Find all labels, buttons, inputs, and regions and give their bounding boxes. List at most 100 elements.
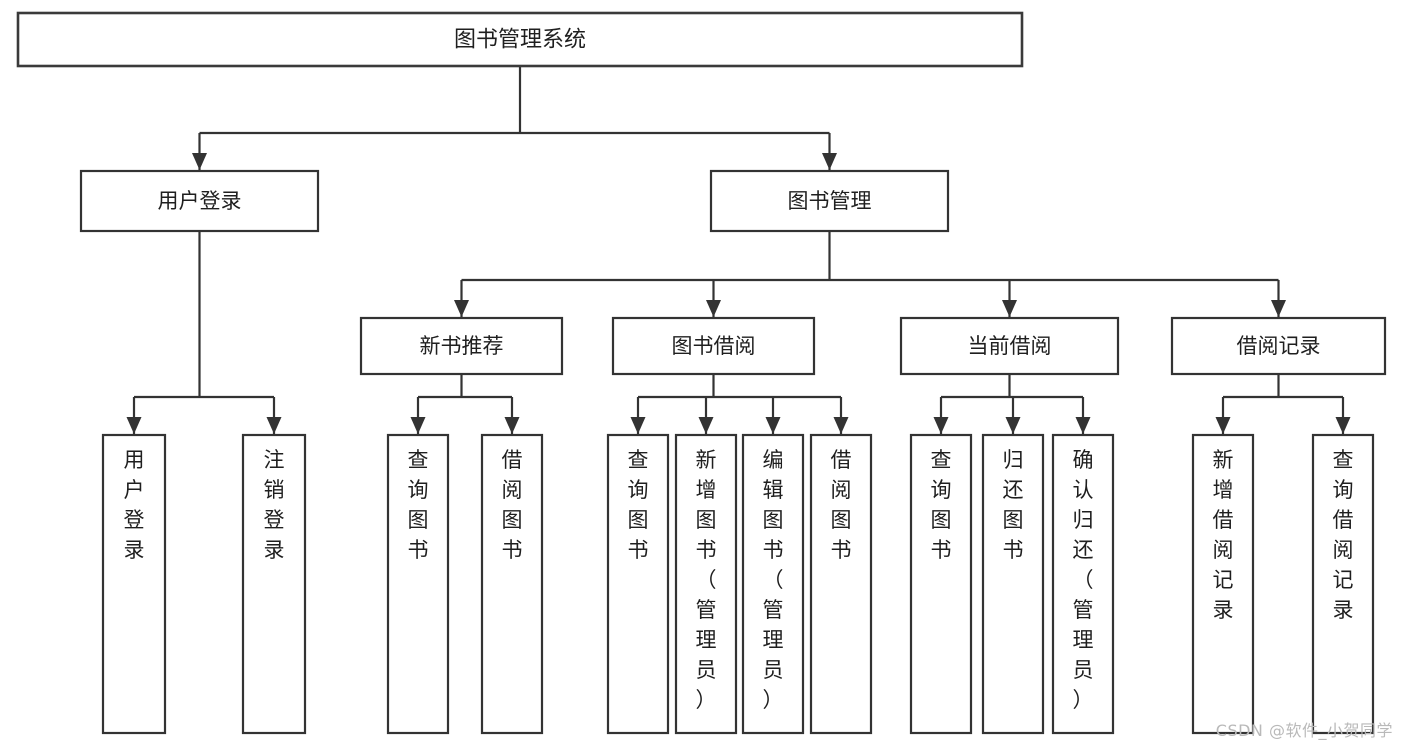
node-label-br-add-record: 增 bbox=[1213, 478, 1234, 502]
node-label-bb-edit-book-admin: 管 bbox=[763, 598, 784, 622]
node-label-user-logout-leaf: 销 bbox=[264, 478, 285, 502]
node-label-br-query-record: 录 bbox=[1333, 598, 1354, 622]
arrow-head-icon bbox=[454, 300, 469, 317]
node-label-bb-add-book-admin: 书 bbox=[696, 538, 717, 562]
node-label-nbr-query-book: 图 bbox=[408, 508, 429, 532]
node-user-login[interactable]: 用户登录 bbox=[79, 169, 320, 233]
node-current-borrow[interactable]: 当前借阅 bbox=[899, 316, 1120, 376]
node-label-nbr-borrow-book: 借 bbox=[502, 448, 523, 472]
node-label-user-login-leaf: 户 bbox=[124, 478, 145, 502]
node-label-bb-query-book: 询 bbox=[628, 478, 649, 502]
node-label-bb-add-book-admin: 管 bbox=[696, 598, 717, 622]
node-label-cb-query-book: 书 bbox=[931, 538, 952, 562]
node-label-bb-edit-book-admin: 编 bbox=[763, 448, 784, 472]
node-label-nbr-borrow-book: 阅 bbox=[502, 478, 523, 502]
node-label-nbr-query-book: 书 bbox=[408, 538, 429, 562]
node-label-bb-add-book-admin: ） bbox=[696, 688, 717, 712]
node-box-cb-confirm-return-admin bbox=[1051, 433, 1115, 735]
node-box-borrow-records bbox=[1170, 316, 1387, 376]
node-label-bb-add-book-admin: （ bbox=[696, 568, 717, 592]
node-label-new-book-recommend: 新书推荐 bbox=[420, 334, 504, 358]
connectors-layer bbox=[126, 66, 1351, 434]
node-book-management[interactable]: 图书管理 bbox=[709, 169, 950, 233]
node-label-bb-edit-book-admin: 员 bbox=[763, 658, 784, 682]
node-box-current-borrow bbox=[899, 316, 1120, 376]
node-label-book-management: 图书管理 bbox=[788, 189, 872, 213]
node-label-cb-return-book: 还 bbox=[1003, 478, 1024, 502]
node-root[interactable]: 图书管理系统 bbox=[16, 11, 1024, 68]
arrow-head-icon bbox=[192, 153, 207, 170]
node-box-bb-borrow-book bbox=[809, 433, 873, 735]
node-label-user-logout-leaf: 登 bbox=[264, 508, 285, 532]
node-label-cb-confirm-return-admin: 确 bbox=[1073, 448, 1094, 472]
node-box-br-add-record bbox=[1191, 433, 1255, 735]
node-label-bb-add-book-admin: 图 bbox=[696, 508, 717, 532]
node-label-bb-borrow-book: 书 bbox=[831, 538, 852, 562]
node-box-user-login bbox=[79, 169, 320, 233]
node-box-root bbox=[16, 11, 1024, 68]
node-label-cb-query-book: 询 bbox=[931, 478, 952, 502]
node-label-bb-add-book-admin: 增 bbox=[696, 478, 717, 502]
node-label-cb-return-book: 图 bbox=[1003, 508, 1024, 532]
node-label-nbr-query-book: 询 bbox=[408, 478, 429, 502]
node-label-cb-confirm-return-admin: （ bbox=[1073, 568, 1094, 592]
node-label-bb-add-book-admin: 理 bbox=[696, 628, 717, 652]
arrow-head-icon bbox=[126, 417, 142, 434]
node-box-bb-edit-book-admin bbox=[741, 433, 805, 735]
node-user-login-leaf[interactable]: 用户登录 bbox=[101, 433, 167, 735]
node-borrow-records[interactable]: 借阅记录 bbox=[1170, 316, 1387, 376]
node-label-cb-return-book: 归 bbox=[1003, 448, 1024, 472]
arrow-head-icon bbox=[410, 417, 426, 434]
arrow-head-icon bbox=[1005, 417, 1021, 434]
node-label-bb-borrow-book: 图 bbox=[831, 508, 852, 532]
node-label-cb-query-book: 图 bbox=[931, 508, 952, 532]
arrow-head-icon bbox=[933, 417, 949, 434]
node-label-bb-edit-book-admin: （ bbox=[763, 568, 784, 592]
node-label-borrow-records: 借阅记录 bbox=[1237, 334, 1321, 358]
arrow-head-icon bbox=[698, 417, 714, 434]
node-label-bb-add-book-admin: 新 bbox=[696, 448, 717, 472]
node-new-book-recommend[interactable]: 新书推荐 bbox=[359, 316, 564, 376]
node-label-user-login: 用户登录 bbox=[158, 189, 242, 213]
node-box-new-book-recommend bbox=[359, 316, 564, 376]
node-label-br-query-record: 阅 bbox=[1333, 538, 1354, 562]
node-label-nbr-query-book: 查 bbox=[408, 448, 429, 472]
node-label-bb-borrow-book: 借 bbox=[831, 448, 852, 472]
arrow-head-icon bbox=[1271, 300, 1286, 317]
node-label-br-query-record: 借 bbox=[1333, 508, 1354, 532]
node-label-bb-edit-book-admin: 理 bbox=[763, 628, 784, 652]
node-label-br-add-record: 录 bbox=[1213, 598, 1234, 622]
node-box-nbr-borrow-book bbox=[480, 433, 544, 735]
arrow-head-icon bbox=[1002, 300, 1017, 317]
node-box-nbr-query-book bbox=[386, 433, 450, 735]
node-box-bb-add-book-admin bbox=[674, 433, 738, 735]
node-label-bb-add-book-admin: 员 bbox=[696, 658, 717, 682]
node-label-bb-edit-book-admin: 书 bbox=[763, 538, 784, 562]
node-label-nbr-borrow-book: 图 bbox=[502, 508, 523, 532]
node-book-borrow[interactable]: 图书借阅 bbox=[611, 316, 816, 376]
node-label-cb-confirm-return-admin: 员 bbox=[1073, 658, 1094, 682]
node-label-user-logout-leaf: 录 bbox=[264, 538, 285, 562]
node-box-book-borrow bbox=[611, 316, 816, 376]
node-label-br-add-record: 新 bbox=[1213, 448, 1234, 472]
arrow-head-icon bbox=[266, 417, 282, 434]
node-label-cb-confirm-return-admin: 认 bbox=[1073, 478, 1094, 502]
node-label-br-query-record: 询 bbox=[1333, 478, 1354, 502]
node-label-cb-confirm-return-admin: ） bbox=[1073, 688, 1094, 712]
arrow-head-icon bbox=[630, 417, 646, 434]
node-label-book-borrow: 图书借阅 bbox=[672, 334, 756, 358]
